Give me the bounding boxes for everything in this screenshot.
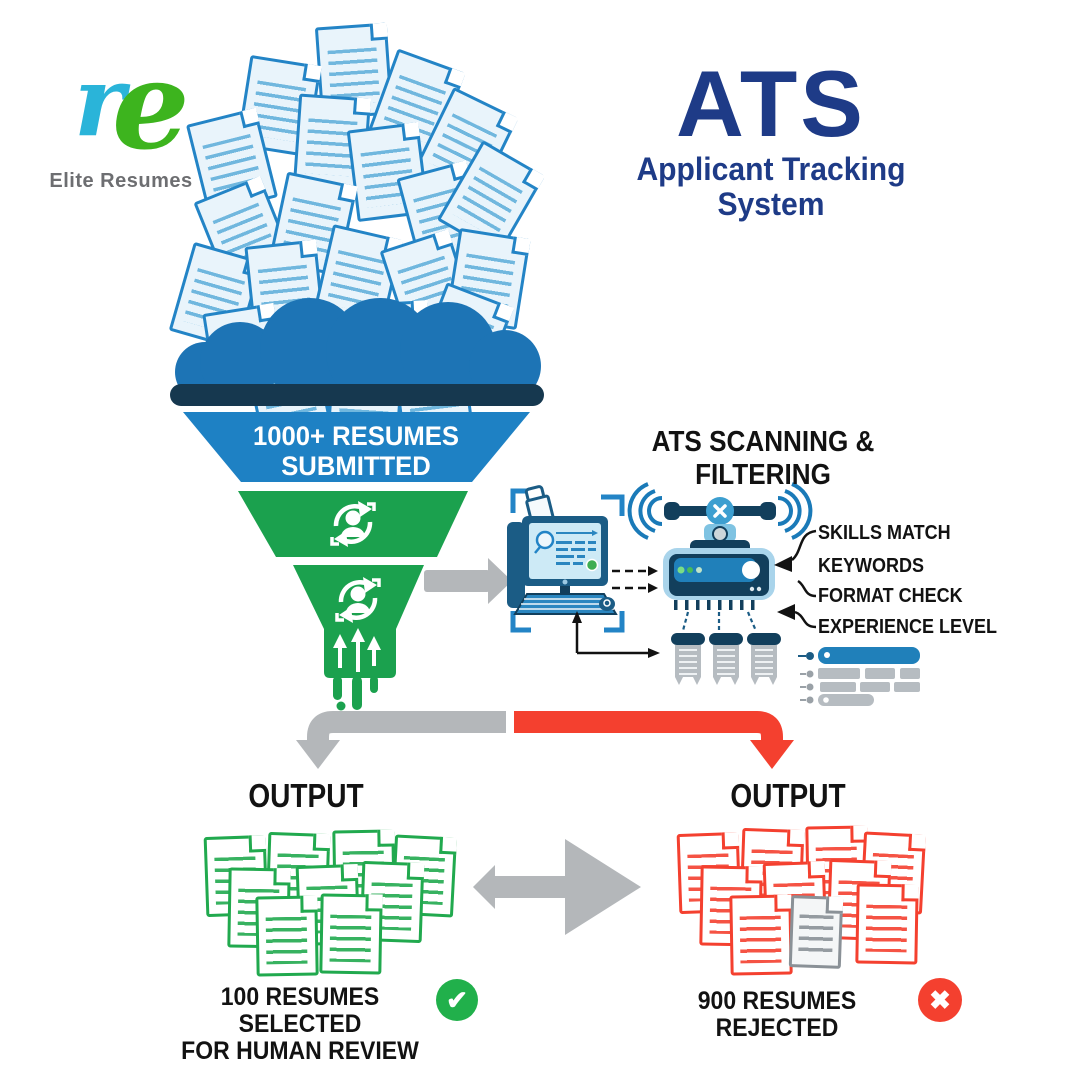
pin-drop-lines <box>681 611 758 632</box>
funnel-rim <box>170 384 544 406</box>
criteria-format-check: FORMAT CHECK <box>818 585 963 607</box>
data-flow-dashed-arrows <box>612 566 658 593</box>
skill-rating-bars <box>798 647 920 706</box>
funnel-label-line1: 1000+ RESUMES <box>252 421 460 451</box>
criteria-skills-match: SKILLS MATCH <box>818 522 951 544</box>
body-dot <box>749 586 755 592</box>
computer-scan-group <box>507 485 625 633</box>
mouse <box>599 597 615 611</box>
body-dot <box>756 586 762 592</box>
antenna-cap-right <box>760 502 776 520</box>
logo-caption: Elite Resumes <box>49 170 193 192</box>
status-led <box>677 566 685 574</box>
feedback-connector <box>572 611 660 658</box>
compare-arrow <box>473 839 641 935</box>
mouse-scroll <box>603 599 611 607</box>
status-led <box>696 567 702 573</box>
criteria-keywords: KEYWORDS <box>818 555 925 577</box>
scanning-heading: ATS SCANNING & FILTERING <box>651 426 875 491</box>
scanner-pins <box>674 600 755 610</box>
output-right-heading: OUTPUT <box>730 777 846 814</box>
ats-scanner-robot <box>627 482 813 632</box>
monitor-stand <box>560 586 570 594</box>
page-title: ATS Applicant Tracking System <box>556 56 986 222</box>
selected-caption-line2: FOR HUMAN REVIEW <box>181 1037 419 1065</box>
elite-resumes-logo: r e Elite Resumes <box>28 20 208 200</box>
cross-icon: ✖ <box>918 978 962 1022</box>
wifi-waves-icon <box>627 482 813 540</box>
title-subtitle-line2: System <box>717 186 825 223</box>
title-main: ATS <box>675 51 867 156</box>
computer-tower <box>507 522 525 608</box>
criteria-experience-level: EXPERIENCE LEVEL <box>818 616 998 638</box>
funnel-stage3-spout <box>293 565 424 678</box>
neck-joint <box>712 526 728 542</box>
funnel-stage1-band <box>183 412 530 482</box>
rejected-arrow-head <box>750 740 794 769</box>
selected-caption: 100 RESUMES SELECTED FOR HUMAN REVIEW <box>162 984 438 1065</box>
antenna-cap-left <box>664 502 680 520</box>
funnel-stage1-label: 1000+ RESUMES SUBMITTED <box>214 421 499 481</box>
funnel <box>170 384 544 720</box>
screening-refresh-icon <box>335 577 381 623</box>
logo-r-glyph: r <box>74 45 125 158</box>
check-icon: ✔ <box>436 979 478 1021</box>
criteria-connectors <box>774 529 817 629</box>
scanner-lens <box>742 561 760 579</box>
logo-e-glyph: e <box>112 33 190 177</box>
filtered-resume-stacks <box>671 633 781 685</box>
result-split-arrows <box>296 711 794 769</box>
keyboard-keys <box>519 598 614 610</box>
selected-arrow-head <box>296 740 340 769</box>
status-led <box>687 567 693 573</box>
scanner-panel <box>674 558 756 582</box>
funnel-drips <box>333 628 381 720</box>
rejected-caption: 900 RESUMES REJECTED <box>697 987 857 1042</box>
monitor-chin-dot <box>562 579 568 585</box>
screen-resume-graphic <box>534 530 599 572</box>
hub-x-icon <box>713 504 727 518</box>
scan-frame-brackets <box>510 488 625 633</box>
screening-refresh-icon <box>330 501 376 547</box>
selected-caption-line1: 100 RESUMES SELECTED <box>220 983 380 1038</box>
funnel-label-line2: SUBMITTED <box>281 451 431 481</box>
output-left-heading: OUTPUT <box>248 777 364 814</box>
title-subtitle-line1: Applicant Tracking <box>636 150 906 187</box>
funnel-to-scanner-arrow <box>424 558 512 604</box>
